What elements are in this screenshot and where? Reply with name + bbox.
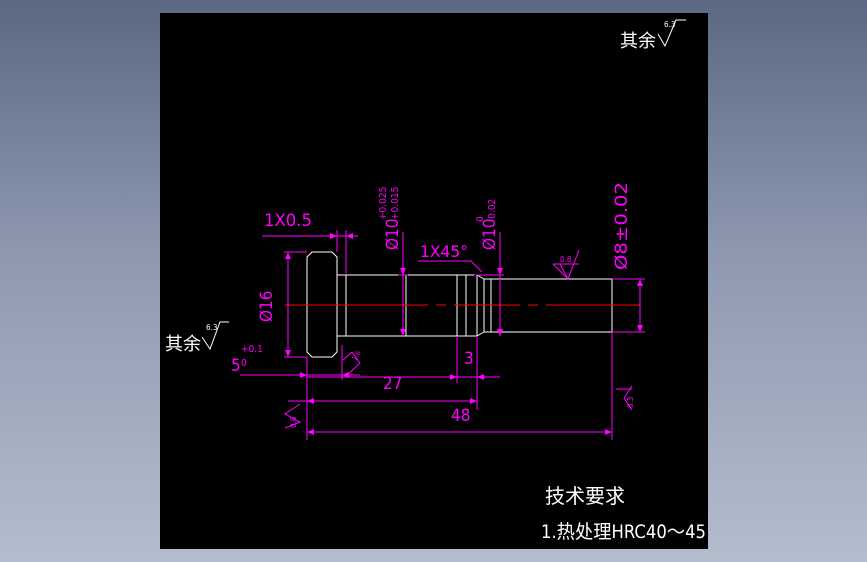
dim-length-5-tol-plus: +0.1 bbox=[241, 344, 263, 355]
roughness-flange-icon bbox=[342, 351, 361, 378]
dim-diameter-10-lower: Ø10 bbox=[480, 219, 500, 251]
roughness-general-icon bbox=[657, 19, 686, 48]
roughness-left-value: 6.3 bbox=[206, 323, 217, 332]
surface-roughness-symbols bbox=[284, 249, 633, 429]
roughness-left-label: 其余 bbox=[165, 334, 201, 355]
roughness-right-end-icon bbox=[623, 385, 633, 411]
dim-length-48: 48 bbox=[451, 406, 470, 426]
roughness-general-value: 6.3 bbox=[664, 20, 675, 29]
dim-diameter-10-upper-tol-minus: +0.015 bbox=[390, 187, 401, 220]
dim-diameter-10-upper-tol-plus: +0.025 bbox=[378, 187, 389, 220]
dimension-lines bbox=[240, 230, 645, 440]
roughness-top-step-icon bbox=[559, 249, 580, 281]
drawing-canvas[interactable]: 其余 6.3 其余 6.3 1X0.5 Ø10 +0.025 +0.015 Ø1… bbox=[160, 13, 708, 549]
roughness-left-face-value: 0.8 bbox=[289, 416, 298, 428]
roughness-left-face-icon bbox=[284, 403, 302, 429]
flange-head bbox=[306, 251, 338, 358]
dim-length-27: 27 bbox=[383, 374, 402, 394]
general-roughness-marks bbox=[201, 19, 686, 351]
dim-diameter-16: Ø16 bbox=[257, 291, 277, 323]
dim-diameter-10-lower-tol-lower: -0.02 bbox=[487, 199, 498, 222]
roughness-general-label: 其余 bbox=[620, 31, 656, 52]
tech-requirements-title: 技术要求 bbox=[545, 484, 625, 508]
dim-diameter-10-lower-tol-upper: 0 bbox=[475, 216, 486, 222]
annotations: 其余 6.3 其余 6.3 1X0.5 Ø10 +0.025 +0.015 Ø1… bbox=[165, 20, 706, 543]
dim-chamfer-mid: 1X45° bbox=[420, 242, 468, 261]
dim-chamfer-left: 1X0.5 bbox=[264, 211, 312, 231]
roughness-right-end-value: 6.3 bbox=[626, 397, 635, 408]
roughness-flange-value: 1.6 bbox=[351, 349, 363, 362]
dim-length-3: 3 bbox=[464, 349, 474, 369]
dim-length-5: 5 bbox=[231, 356, 241, 376]
dimension-arrows bbox=[285, 233, 643, 435]
roughness-left-general-icon bbox=[201, 321, 229, 351]
dim-diameter-10-upper: Ø10 bbox=[383, 219, 403, 251]
roughness-top-step-value: 0.8 bbox=[560, 255, 572, 264]
dim-length-5-tol-minus: 0 bbox=[241, 358, 247, 369]
dim-diameter-8: Ø8±0.02 bbox=[612, 182, 632, 270]
tech-requirements-item-1: 1.热处理HRC40～45 bbox=[541, 521, 706, 543]
part-drawing: 其余 6.3 其余 6.3 1X0.5 Ø10 +0.025 +0.015 Ø1… bbox=[165, 19, 706, 543]
